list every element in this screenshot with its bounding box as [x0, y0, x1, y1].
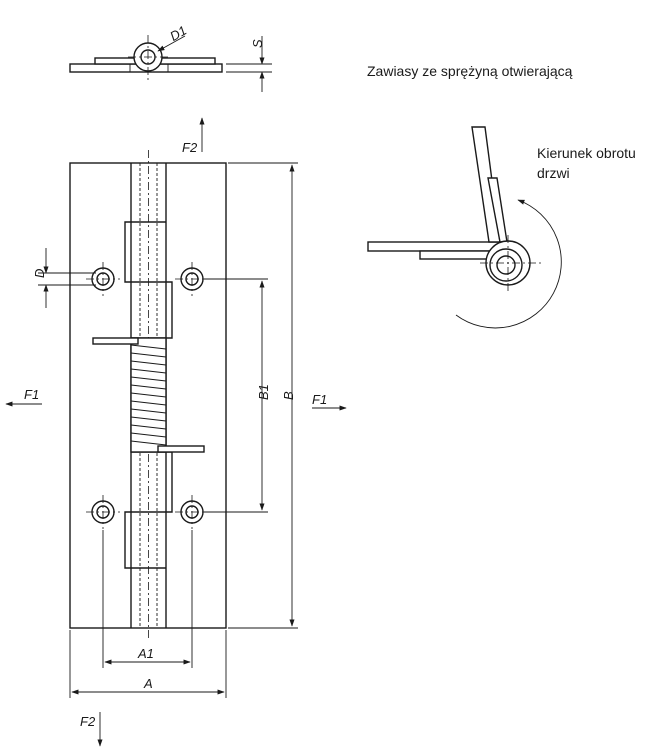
f1-right-label: F1 [312, 392, 327, 407]
a1-dimension: A1 [102, 530, 193, 668]
rotation-note-line2: drzwi [537, 165, 570, 181]
rotation-view [367, 126, 562, 329]
b-dimension: B [228, 162, 298, 629]
f2-bottom-label: F2 [80, 714, 96, 729]
hinge-leaves-outline [69, 162, 227, 629]
force-arrows: F2 F1 F1 F2 [5, 117, 347, 747]
a-label: A [143, 676, 153, 691]
mounting-holes [86, 262, 209, 529]
rotation-note-line1: Kierunek obrotu [537, 145, 636, 161]
f2-top-label: F2 [182, 140, 198, 155]
spring-coil [92, 337, 205, 453]
b-label: B [281, 391, 296, 400]
d1-label: D1 [167, 23, 189, 44]
f1-left-label: F1 [24, 387, 39, 402]
a1-label: A1 [137, 646, 154, 661]
side-view: D1 S [69, 23, 272, 92]
rotation-arrow [455, 199, 562, 329]
a-dimension: A [69, 630, 227, 698]
b1-dimension: B1 [204, 278, 271, 513]
d-label: D [32, 269, 47, 278]
title: Zawiasy ze sprężyną otwierającą [367, 63, 573, 79]
front-view [69, 150, 227, 640]
s-label: S [250, 39, 265, 48]
b1-label: B1 [256, 384, 271, 400]
d-dimension: D [32, 248, 96, 308]
